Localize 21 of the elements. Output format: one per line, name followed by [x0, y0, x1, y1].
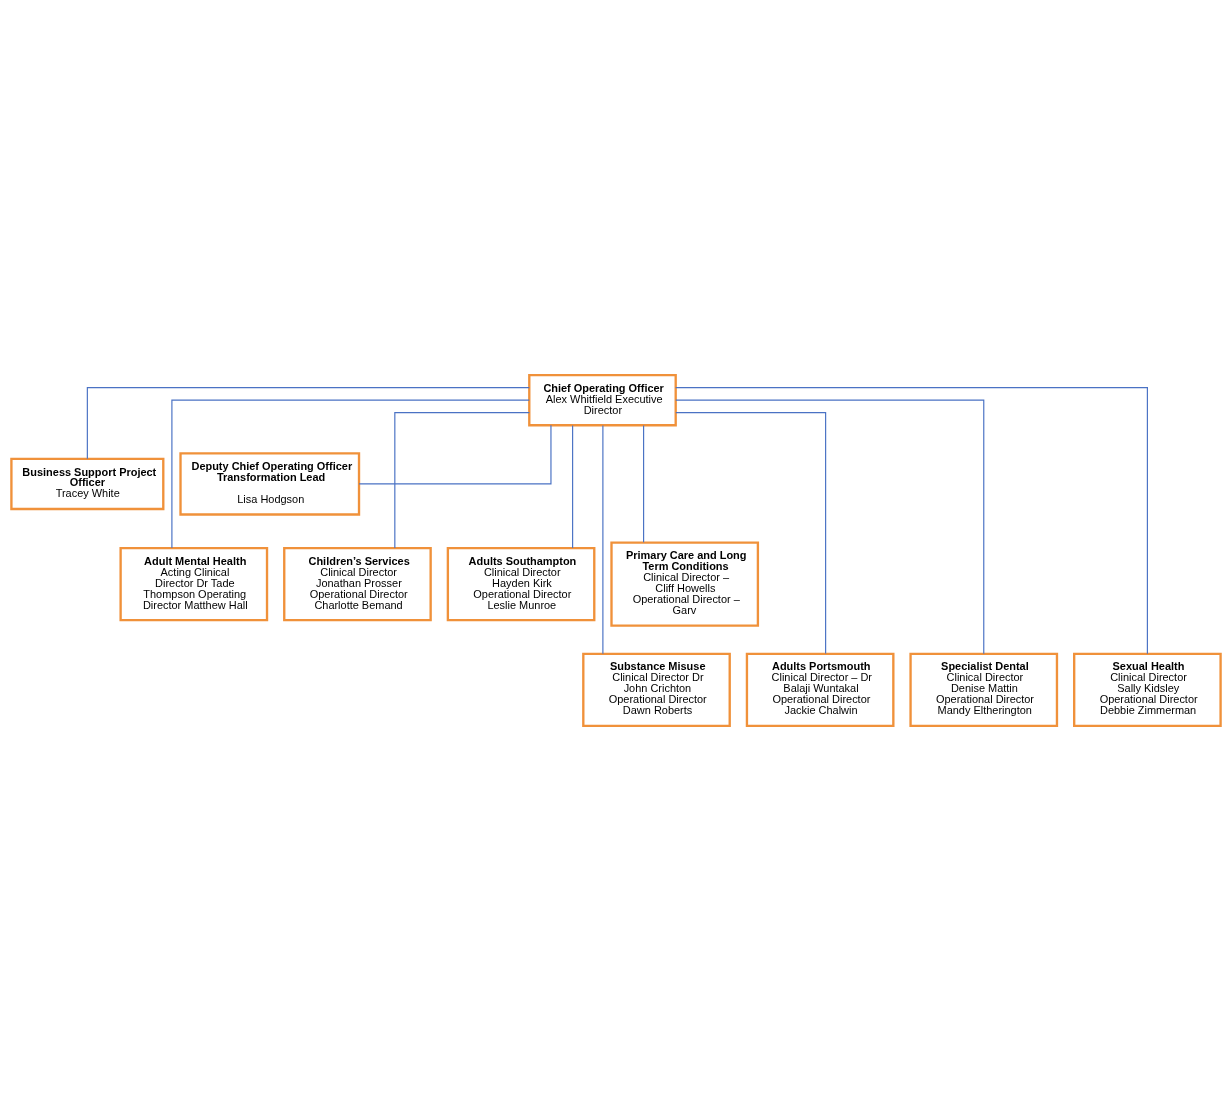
- node-box: Children’s Services Clinical Director Jonathan Prosser Operational Director Charlotte Bemand: [283, 546, 432, 622]
- connector: [675, 412, 827, 655]
- node-box: Substance Misuse Clinical Director Dr John Crichton Operational Director Dawn Roberts: [582, 652, 731, 728]
- node-box: Adults Portsmouth Clinical Director – Dr Balaji Wuntakal Operational Director Jackie Chalwin: [745, 652, 895, 728]
- connector: [572, 424, 574, 549]
- node-box: Adult Mental Health Acting Clinical Director Dr Tade Thompson Operating Director Matthew Hall: [119, 546, 269, 622]
- connector: [358, 424, 552, 485]
- connector: [602, 424, 604, 655]
- connector: [171, 399, 530, 549]
- node-box: Sexual Health Clinical Director Sally Kidsley Operational Director Debbie Zimmerman: [1073, 652, 1222, 728]
- connector: [86, 387, 530, 460]
- connector: [643, 424, 645, 543]
- node-box: Chief Operating Officer Alex Whitfield Executive Director: [528, 373, 677, 427]
- connector: [675, 399, 985, 655]
- connector: [675, 387, 1148, 655]
- node-box: Business Support Project Officer Tracey White: [10, 457, 165, 511]
- node-box: Deputy Chief Operating Officer Transformation Lead Lisa Hodgson: [179, 452, 361, 516]
- node-box: Adults Southampton Clinical Director Hayden Kirk Operational Director Leslie Munroe: [446, 546, 596, 622]
- node-box: Specialist Dental Clinical Director Denise Mattin Operational Director Mandy Eltherington: [909, 652, 1059, 728]
- connector: [394, 412, 530, 549]
- node-box: Primary Care and Long Term Conditions Clinical Director – Cliff Howells Operational Director – Garv: [610, 541, 760, 627]
